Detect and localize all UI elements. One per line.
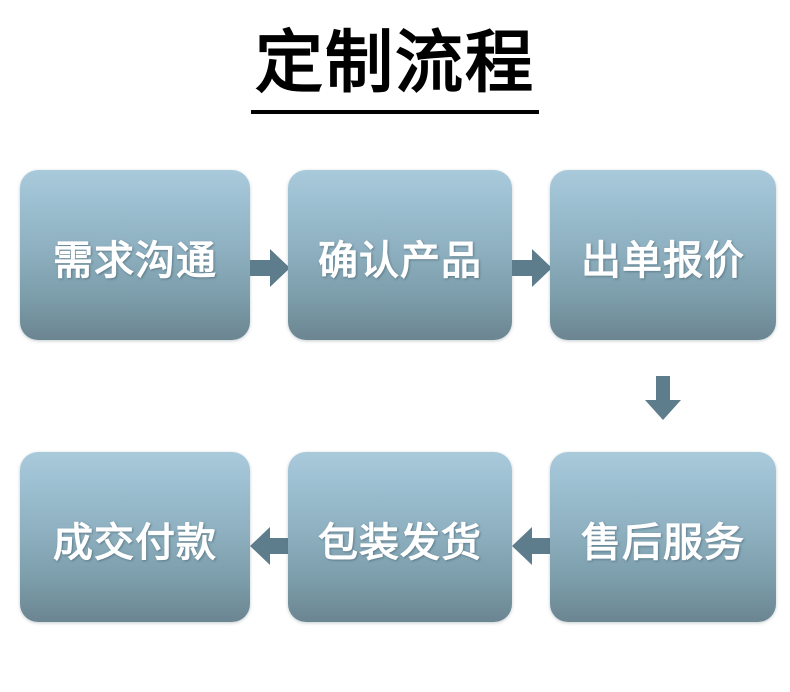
flow-step-5[interactable]: 包装发货 <box>288 452 512 622</box>
arrow-right-icon-1 <box>250 243 290 293</box>
arrow-down-icon <box>643 376 683 420</box>
flow-step-2-label: 确认产品 <box>318 238 482 284</box>
arrow-left-icon-2 <box>250 521 290 571</box>
flow-step-1[interactable]: 需求沟通 <box>20 170 250 340</box>
arrow-right-icon-2 <box>512 243 552 293</box>
flow-step-4[interactable]: 售后服务 <box>550 452 776 622</box>
flow-step-3[interactable]: 出单报价 <box>550 170 776 340</box>
flow-step-6[interactable]: 成交付款 <box>20 452 250 622</box>
arrow-left-icon-1 <box>512 521 552 571</box>
flow-step-6-label: 成交付款 <box>53 520 217 566</box>
flow-step-5-label: 包装发货 <box>318 520 482 566</box>
flow-step-2[interactable]: 确认产品 <box>288 170 512 340</box>
flow-step-4-label: 售后服务 <box>581 520 745 566</box>
flow-step-3-label: 出单报价 <box>581 238 745 284</box>
flow-step-1-label: 需求沟通 <box>53 238 217 284</box>
page-title: 定制流程 <box>0 24 790 114</box>
page-title-text: 定制流程 <box>250 24 539 114</box>
